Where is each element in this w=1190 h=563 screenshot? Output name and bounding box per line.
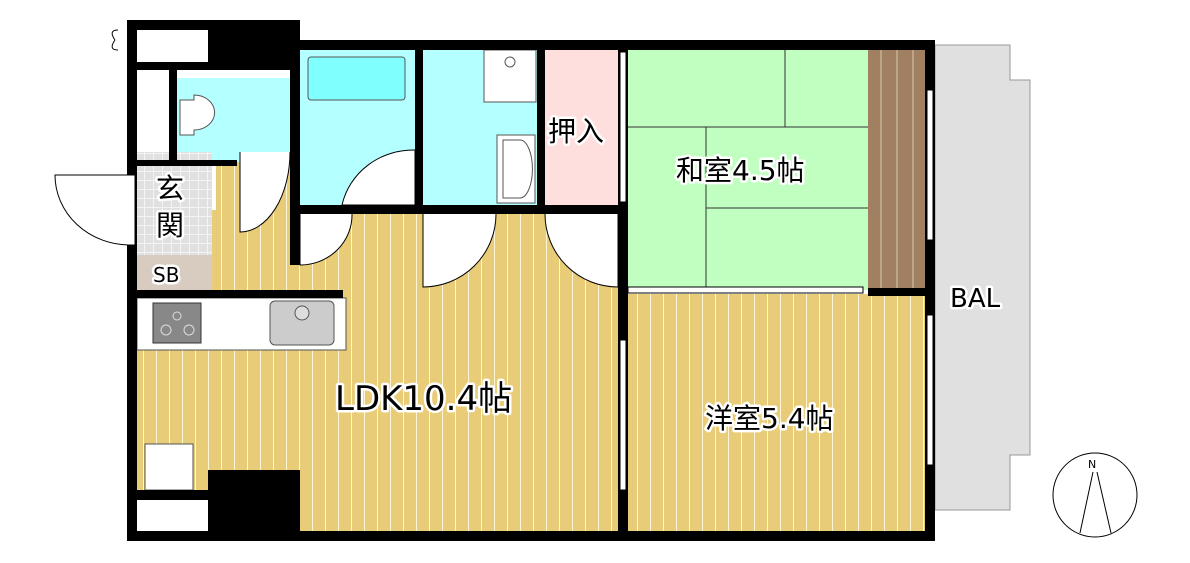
- label-genkan-2: 関: [156, 209, 184, 242]
- sink-icon: [269, 300, 335, 346]
- label-balcony: BAL: [950, 284, 1001, 314]
- windows: [128, 51, 934, 491]
- washitsu-floor: [628, 48, 870, 290]
- label-washitsu: 和室4.5帖: [676, 154, 805, 187]
- label-ldk: LDK10.4帖: [335, 379, 512, 419]
- storage-bottom: [137, 500, 208, 531]
- label-youshitsu: 洋室5.4帖: [705, 402, 834, 435]
- basin-bowl: [502, 139, 533, 199]
- label-oshiire: 押入: [548, 115, 604, 148]
- label-genkan-1: 玄: [156, 172, 184, 205]
- label-sb: SB: [153, 263, 179, 287]
- drain-icon: [504, 56, 516, 68]
- toilet-icon: [179, 94, 216, 136]
- refrigerator-space: [144, 443, 194, 491]
- genkan-floor: [137, 152, 212, 255]
- stove-icon: [152, 302, 202, 344]
- tatami-lines: [628, 48, 868, 290]
- sb-floor: [137, 255, 212, 292]
- compass-north-label: N: [1088, 458, 1096, 471]
- bathtub: [307, 56, 406, 101]
- door-swings: [54, 29, 619, 288]
- storage-left: [137, 80, 169, 162]
- walls: [127, 20, 935, 541]
- faucet-icon: [294, 305, 310, 321]
- balcony-area: [934, 44, 1031, 511]
- oshiire-floor: [545, 48, 620, 208]
- burner-icons: [160, 311, 195, 336]
- compass-icon: N: [1052, 452, 1138, 538]
- youshitsu-floor: [626, 294, 927, 533]
- shoe-storage-top: [135, 30, 208, 62]
- tokonoma: [868, 48, 927, 290]
